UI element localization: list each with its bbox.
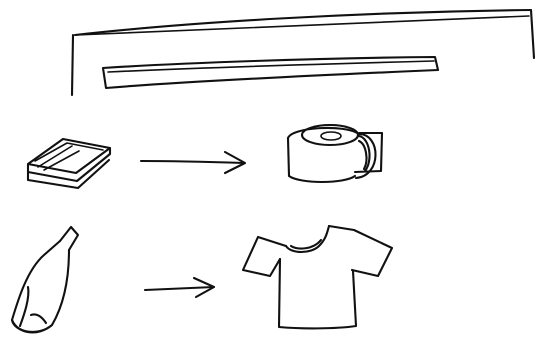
arrow-right-icon <box>141 152 245 173</box>
newspaper-stack-icon <box>28 139 110 188</box>
recycling-bin-icon <box>72 10 534 95</box>
toilet-paper-roll-icon <box>288 125 382 182</box>
t-shirt-icon <box>243 226 392 328</box>
arrow-right-icon-2 <box>145 278 214 297</box>
bin-slot-icon <box>103 57 438 88</box>
plastic-bottle-icon <box>12 227 78 332</box>
